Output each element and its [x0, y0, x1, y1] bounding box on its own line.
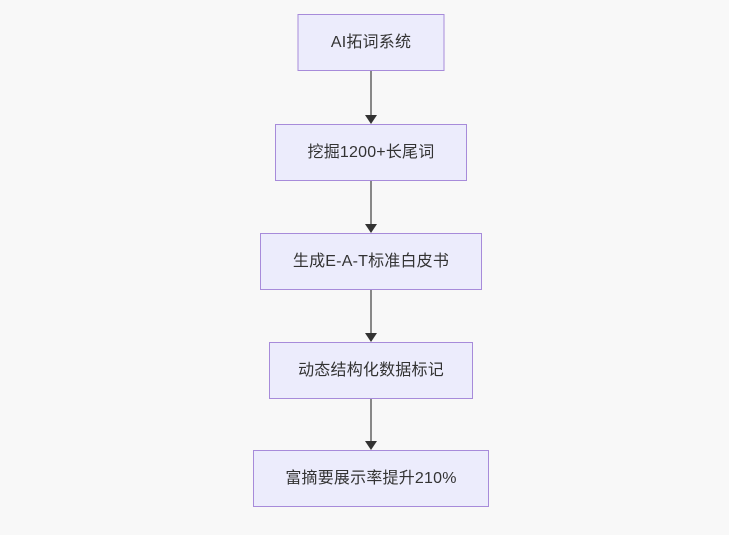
flow-edge-line — [370, 181, 372, 224]
arrow-down-icon — [365, 115, 377, 124]
flow-edge-1 — [363, 71, 379, 124]
flow-node-rich-snippet-impression-lift[interactable]: 富摘要展示率提升210% — [253, 450, 489, 507]
flow-node-label: 富摘要展示率提升210% — [285, 469, 457, 487]
flow-edge-line — [370, 399, 372, 441]
flow-node-ai-keyword-system[interactable]: AI拓词系统 — [297, 14, 445, 71]
flow-node-label: 挖掘1200+长尾词 — [307, 143, 435, 161]
flow-edge-4 — [363, 399, 379, 450]
flow-node-mine-longtail-keywords[interactable]: 挖掘1200+长尾词 — [275, 124, 467, 181]
flow-edge-line — [370, 290, 372, 333]
flow-edge-2 — [363, 181, 379, 233]
flow-node-generate-eat-whitepaper[interactable]: 生成E-A-T标准白皮书 — [260, 233, 482, 290]
flow-node-label: 动态结构化数据标记 — [298, 361, 444, 379]
flow-edge-3 — [363, 290, 379, 342]
flow-edge-line — [370, 71, 372, 115]
flow-node-dynamic-structured-data-markup[interactable]: 动态结构化数据标记 — [269, 342, 473, 399]
arrow-down-icon — [365, 441, 377, 450]
flow-node-label: 生成E-A-T标准白皮书 — [292, 252, 450, 270]
flow-node-label: AI拓词系统 — [330, 33, 412, 51]
arrow-down-icon — [365, 333, 377, 342]
arrow-down-icon — [365, 224, 377, 233]
